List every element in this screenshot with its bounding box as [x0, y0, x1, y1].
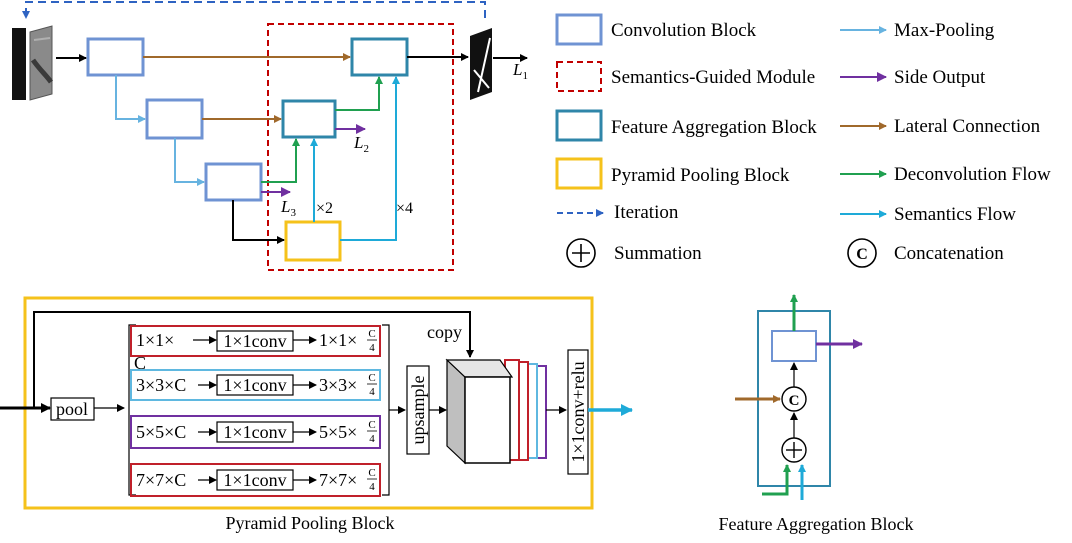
- svg-text:1×1conv: 1×1conv: [223, 375, 286, 395]
- legend-swatch-fab: [555, 109, 603, 142]
- concatenation-icon: [847, 238, 877, 268]
- svg-text:7×7×C: 7×7×C: [136, 470, 186, 490]
- svg-text:5×5×: 5×5×: [319, 422, 357, 442]
- deconv-arrow-2: [335, 76, 383, 111]
- copy-label: copy: [427, 322, 462, 342]
- legend-swatch-ppb: [555, 157, 603, 190]
- svg-text:4: 4: [369, 342, 375, 354]
- svg-text:7×7×: 7×7×: [319, 470, 357, 490]
- loss-l3-label: L3: [280, 197, 296, 219]
- svg-text:1×1×: 1×1×: [319, 330, 357, 350]
- copied-feature-cube: [445, 358, 514, 465]
- semantics-guided-module: [267, 23, 454, 271]
- svg-text:C: C: [368, 467, 375, 479]
- ppb-row-2: [130, 369, 381, 401]
- legend-iteration-label: Iteration: [614, 202, 679, 223]
- svg-text:4: 4: [369, 433, 375, 445]
- svg-text:C: C: [368, 419, 375, 431]
- legend-semantics-label: Semantics Flow: [894, 204, 1016, 225]
- loss-l2-label: L2: [353, 133, 369, 155]
- pool-box: [50, 397, 95, 421]
- maxpool-arrow-2: [174, 138, 205, 186]
- copy-skip-arrow: [33, 311, 474, 408]
- input-image: [12, 25, 54, 101]
- svg-text:C: C: [856, 246, 868, 263]
- fab-deconv-in-arrow: [762, 464, 791, 496]
- pool-label: pool: [56, 399, 88, 419]
- legend: Convolution Block Semantics-Guided Modul…: [555, 13, 1051, 268]
- final-conv-box: [567, 349, 589, 475]
- loss-l1-label: L1: [512, 60, 528, 82]
- svg-text:C: C: [789, 393, 800, 409]
- svg-text:C: C: [368, 328, 375, 340]
- svg-text:4: 4: [369, 386, 375, 398]
- legend-ppb-label: Pyramid Pooling Block: [611, 165, 790, 186]
- legend-summation-label: Summation: [614, 243, 702, 264]
- conv-block-1: [86, 37, 145, 77]
- iteration-loop: [22, 1, 486, 19]
- ppb-block: [284, 220, 342, 262]
- legend-fab-label: Feature Aggregation Block: [611, 117, 817, 138]
- times4-label: ×4: [396, 200, 413, 217]
- legend-deconv-label: Deconvolution Flow: [894, 164, 1051, 185]
- svg-text:5×5×C: 5×5×C: [136, 422, 186, 442]
- fab-inner-block: [771, 330, 817, 362]
- upsample-label: upsample: [408, 376, 428, 445]
- svg-text:1×1conv: 1×1conv: [223, 470, 286, 490]
- ppb-row-1: [130, 325, 381, 357]
- ppb-row-3: [130, 415, 381, 449]
- legend-lateral-label: Lateral Connection: [894, 116, 1041, 137]
- legend-concat-label: Concatenation: [894, 243, 1004, 264]
- deconv-arrow-1: [261, 138, 300, 183]
- svg-text:C: C: [134, 353, 146, 373]
- legend-sgm-label: Semantics-Guided Module: [611, 67, 815, 88]
- svg-text:1×1conv: 1×1conv: [223, 331, 286, 351]
- times2-label: ×2: [316, 200, 333, 217]
- svg-text:1×1conv: 1×1conv: [223, 422, 286, 442]
- final-conv-label: 1×1conv+relu: [568, 361, 588, 462]
- output-mask: [470, 28, 492, 100]
- svg-text:3×3×C: 3×3×C: [136, 375, 186, 395]
- svg-text:3×3×: 3×3×: [319, 375, 357, 395]
- ppb-frame: [23, 296, 594, 510]
- legend-conv-label: Convolution Block: [611, 20, 757, 41]
- svg-text:C: C: [368, 372, 375, 384]
- legend-maxpool-label: Max-Pooling: [894, 20, 995, 41]
- svg-text:4: 4: [369, 481, 375, 493]
- ppb-caption: Pyramid Pooling Block: [225, 513, 394, 533]
- fab-block-2: [281, 99, 337, 139]
- semantics-arrow-2: [340, 76, 400, 241]
- fab-block-1: [350, 37, 409, 77]
- svg-text:1×1×: 1×1×: [136, 330, 174, 350]
- fab-detail: C Feature Aggregation Block: [719, 294, 914, 534]
- maxpool-arrow-1: [115, 75, 146, 123]
- conv-block-3: [204, 162, 263, 202]
- legend-swatch-sgm: [556, 61, 602, 92]
- network-diagram: L1 L2 L3 ×2 ×4: [12, 1, 528, 271]
- fab-caption: Feature Aggregation Block: [719, 514, 914, 534]
- ppb-detail: pool copy 1×1× C 1×1conv 1×1× C 4 3×3×C …: [0, 296, 633, 533]
- conv-block-2: [145, 98, 204, 140]
- ppb-row-4: [130, 463, 381, 497]
- conv3-to-ppb-arrow: [232, 200, 285, 244]
- legend-swatch-conv: [555, 13, 603, 46]
- legend-sideout-label: Side Output: [894, 67, 986, 88]
